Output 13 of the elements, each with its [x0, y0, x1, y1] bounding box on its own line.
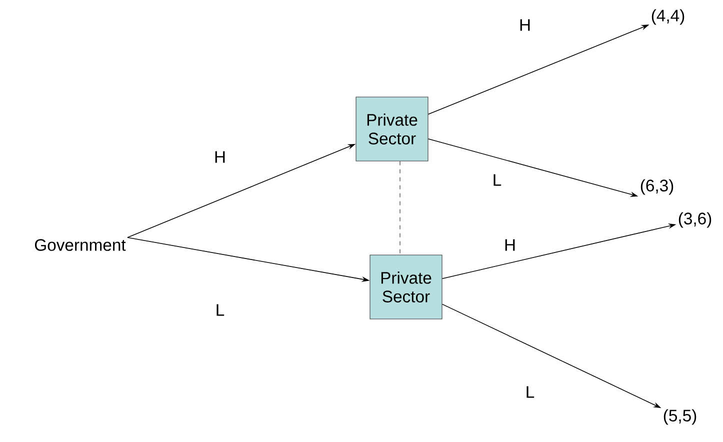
edge-label: H	[505, 239, 515, 251]
player-box: Private Sector	[370, 254, 442, 320]
payoff-label: (3,6)	[678, 212, 712, 228]
edge-label: L	[526, 386, 534, 398]
payoff-label: (5,5)	[664, 409, 696, 425]
edge-label: H	[215, 151, 225, 163]
edge-label: H	[520, 19, 530, 31]
edge-label: L	[216, 304, 224, 316]
player-box: Private Sector	[356, 96, 428, 162]
edge-label: L	[494, 174, 502, 186]
payoff-label: (6,3)	[640, 179, 674, 195]
player-label: Government	[34, 239, 126, 251]
payoff-label: (4,4)	[652, 9, 684, 25]
